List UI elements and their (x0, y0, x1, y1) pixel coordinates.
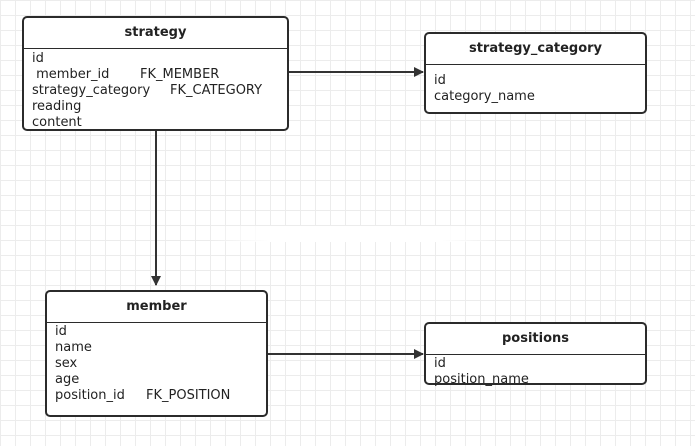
field-list: id category_name (426, 65, 645, 105)
field-name: sex (55, 356, 78, 371)
field-name: name (55, 340, 92, 355)
foreign-key-label: FK_POSITION (146, 388, 231, 403)
field-list: id member_id FK_MEMBER strategy_category… (24, 49, 287, 131)
field-row: position_id FK_POSITION (55, 388, 266, 404)
entity-title: strategy_category (426, 34, 645, 65)
entity-title: positions (426, 324, 645, 355)
field-row: sex (55, 356, 266, 372)
entity-strategy[interactable]: strategy id member_id FK_MEMBER strategy… (22, 16, 289, 131)
foreign-key-label: FK_CATEGORY (170, 83, 263, 98)
field-name: id (434, 356, 446, 371)
field-row: content (32, 115, 287, 131)
field-row: id (32, 51, 287, 67)
field-row: name (55, 340, 266, 356)
field-row: id (434, 356, 645, 372)
entity-strategy-category[interactable]: strategy_category id category_name (424, 32, 647, 114)
background-smudge (210, 226, 500, 242)
field-row: category_name (434, 89, 645, 105)
field-row: position_name (434, 372, 645, 388)
field-name: member_id (32, 67, 110, 82)
foreign-key-label: FK_MEMBER (140, 67, 220, 82)
field-name: age (55, 372, 80, 387)
field-name: position_name (434, 372, 529, 387)
field-row: id (434, 73, 645, 89)
entity-title: strategy (24, 18, 287, 49)
field-row: strategy_category FK_CATEGORY (32, 83, 287, 99)
entity-positions[interactable]: positions id position_name (424, 322, 647, 388)
field-name: reading (32, 99, 82, 114)
entity-member[interactable]: member id name sex age position_id FK_PO… (45, 290, 268, 417)
field-name: position_id (55, 388, 125, 403)
field-name: id (434, 73, 446, 88)
field-name: content (32, 115, 82, 130)
field-list: id name sex age position_id FK_POSITION (47, 323, 266, 404)
field-name: category_name (434, 89, 535, 104)
field-list: id position_name (426, 355, 645, 388)
field-row: id (55, 324, 266, 340)
field-row: age (55, 372, 266, 388)
field-row: member_id FK_MEMBER (32, 67, 287, 83)
field-name: id (55, 324, 67, 339)
field-row: reading (32, 99, 287, 115)
entity-title: member (47, 292, 266, 323)
field-name: id (32, 51, 44, 66)
field-name: strategy_category (32, 83, 151, 98)
